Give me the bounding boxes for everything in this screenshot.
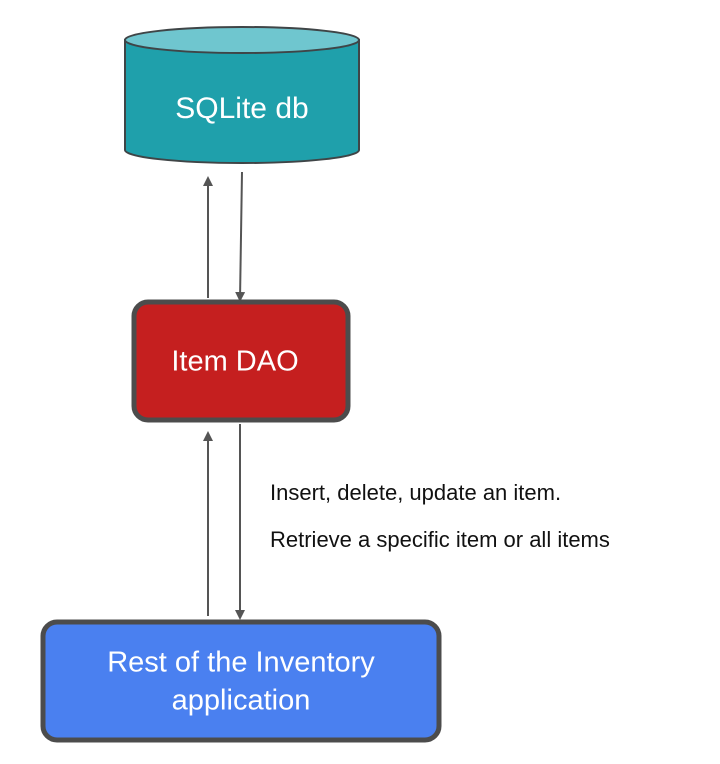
- db-label: SQLite db: [175, 92, 308, 125]
- inventory-app-box: [40, 619, 442, 743]
- item-dao-label: Item DAO: [171, 346, 298, 378]
- db-cylinder-top: [124, 26, 360, 54]
- item-dao-box: [131, 299, 351, 423]
- inventory-app-label-line2: application: [172, 685, 311, 717]
- arrow-db-to-dao: [235, 171, 246, 302]
- operations-note-line2: Retrieve a specific item or all items: [270, 527, 610, 552]
- db-cylinder-body: [124, 39, 360, 164]
- operations-note-line1: Insert, delete, update an item.: [270, 480, 562, 505]
- inventory-app-label-line1: Rest of the Inventory: [107, 647, 375, 679]
- item-dao-node: Item DAO: [131, 299, 351, 423]
- inventory-app-node: Rest of the Inventory application: [40, 619, 442, 743]
- sqlite-db-node: SQLite db: [124, 26, 360, 164]
